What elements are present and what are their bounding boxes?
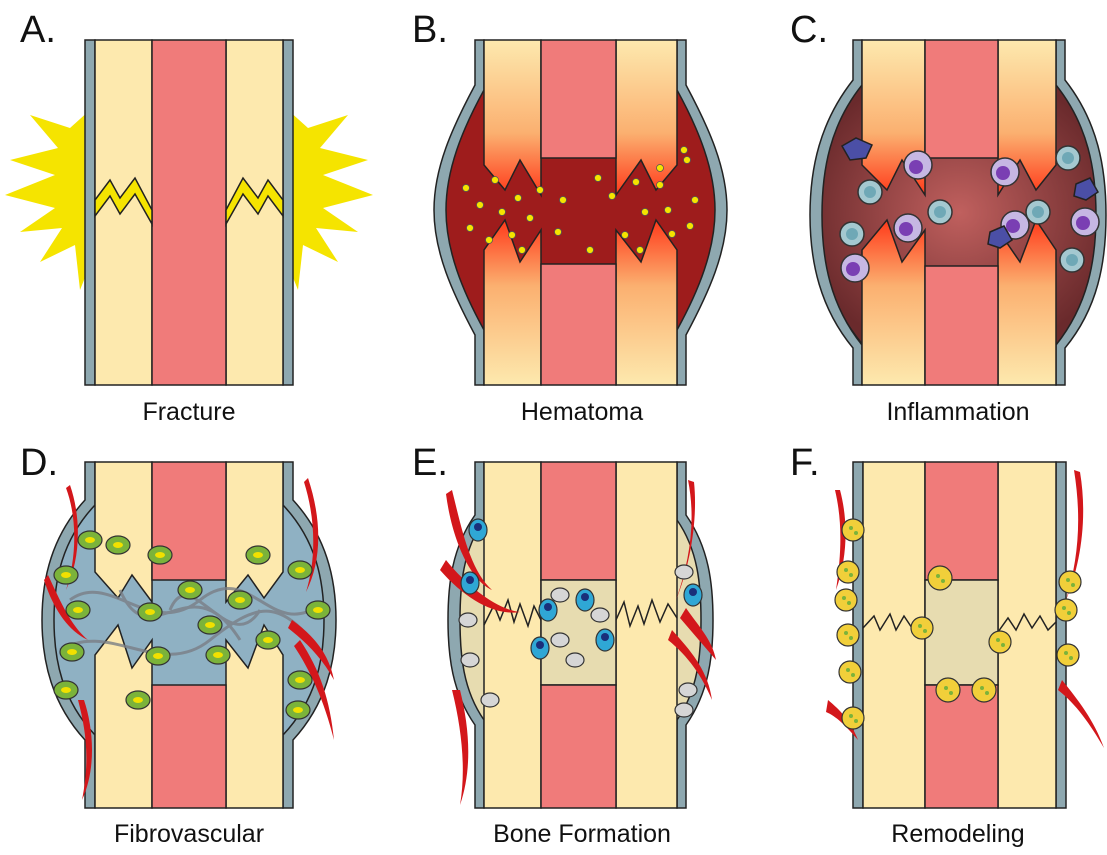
periosteum-left	[85, 40, 95, 385]
marrow-bottom	[541, 264, 616, 385]
cortex-left-top	[95, 462, 152, 602]
marrow-top	[925, 40, 998, 158]
cortex-right-bottom	[226, 625, 283, 808]
callus-center	[925, 580, 998, 685]
panel-caption: Fracture	[142, 398, 235, 426]
marrow-top	[541, 462, 616, 580]
cortex-left	[95, 40, 152, 385]
panel-b: B. Hematoma	[412, 9, 727, 426]
cortex-right	[616, 462, 677, 808]
marrow-bottom	[541, 685, 616, 808]
panel-caption: Bone Formation	[493, 820, 671, 848]
marrow-top	[925, 462, 998, 580]
cortex-right	[226, 40, 283, 385]
panel-f: F.	[790, 442, 1104, 848]
marrow-bottom	[925, 685, 998, 808]
panel-a: A. Fracture	[5, 9, 373, 426]
cortex-left-bottom	[484, 220, 541, 385]
panel-caption: Fibrovascular	[114, 820, 264, 848]
periosteum-right	[1056, 462, 1066, 808]
panel-caption: Hematoma	[521, 398, 643, 426]
cortex-right-top	[616, 40, 677, 195]
cortex-left-bottom	[95, 625, 152, 808]
cortex-left-top	[484, 40, 541, 195]
marrow-bottom	[925, 266, 998, 385]
left-starburst	[5, 110, 90, 290]
marrow-bottom	[152, 685, 226, 808]
panel-letter: A.	[20, 9, 56, 51]
right-starburst	[288, 110, 373, 290]
panel-letter: E.	[412, 442, 448, 484]
cortex-left-bottom	[862, 220, 925, 385]
panel-caption: Remodeling	[891, 820, 1024, 848]
periosteum-right	[283, 40, 293, 385]
panel-c: C. Inflammation	[790, 9, 1106, 426]
panel-letter: D.	[20, 442, 58, 484]
panel-d: D.	[20, 442, 336, 848]
cortex-right-bottom	[998, 220, 1056, 385]
panel-letter: C.	[790, 9, 828, 51]
cortex-right-bottom	[616, 220, 677, 385]
marrow	[152, 40, 226, 385]
cortex-left	[484, 462, 541, 808]
panel-e: E.	[412, 442, 716, 848]
panel-letter: F.	[790, 442, 820, 484]
panel-caption: Inflammation	[886, 398, 1029, 426]
cortex-right-top	[226, 462, 283, 602]
marrow-top	[541, 40, 616, 158]
panel-letter: B.	[412, 9, 448, 51]
